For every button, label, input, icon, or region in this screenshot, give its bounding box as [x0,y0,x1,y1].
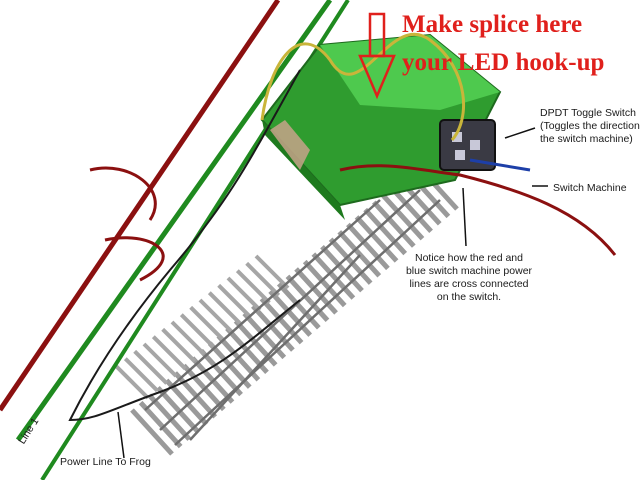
track-tie [389,185,433,233]
track-tie [138,400,183,449]
track-tie [133,349,169,385]
headline-line-1: Make splice here [402,11,583,38]
toggle-switch-title: DPDT Toggle Switch [540,107,636,119]
track-tie [294,267,338,315]
track-tie [170,320,206,356]
dpdt-toggle-switch [439,119,496,171]
track-tie [161,327,197,363]
track-tie [151,335,187,371]
track-tie [302,259,347,308]
track-tie [217,283,253,319]
down-arrow-icon [358,12,396,100]
headline-line-2: your LED hook-up [402,49,605,76]
track-tie [207,291,243,327]
notice-label-3: lines are cross connected [409,278,529,290]
track-tie [147,393,192,441]
red-wire-1 [89,166,157,221]
pointer-toggle [504,127,536,139]
notice-label-2: blue switch machine power [405,265,533,277]
yellow-wire [260,32,466,142]
track-tie [189,305,225,341]
track-tie [181,363,226,412]
track-tie [123,357,159,393]
notice-label-4: on the switch. [436,291,502,303]
toggle-switch-note: (Toggles the direction of [540,120,640,132]
switch-machine-label: Switch Machine [553,182,627,194]
pointer-notice [462,187,467,247]
track-tie [254,254,290,290]
track-tie [380,193,425,241]
track-tie [354,215,399,263]
track-tie [142,342,178,378]
power-line-label: Power Line To Frog [60,456,151,468]
track-tie [226,276,262,312]
track-tie [235,269,271,305]
track-tie [285,274,330,323]
track-tie [363,207,408,256]
track-tie [114,364,150,400]
track-tie [346,222,390,271]
track-tie [337,230,382,278]
black-wire-to-frog [68,69,301,422]
track-tie [276,282,321,330]
track-rails [144,189,441,446]
notice-label-1: Notice how the red and [415,252,523,264]
red-bus-wire [0,0,281,412]
toggle-switch-note-2: the switch machine) [540,133,633,145]
track-tie [311,252,356,300]
track-tie [173,371,218,419]
pointer-power-line [117,411,125,459]
track-tie [320,244,364,293]
red-wire-2 [104,236,165,282]
track-tie [156,386,200,434]
red-wire-3 [339,164,617,256]
track-tie [328,237,373,285]
track-tie [245,261,281,297]
blue-wire [469,158,531,172]
green-bus-wire-1 [15,0,333,442]
track-ties [114,163,459,456]
track-tie [198,298,234,334]
track-tie [371,200,416,248]
track-tie [130,408,174,456]
track-tie [179,313,215,349]
